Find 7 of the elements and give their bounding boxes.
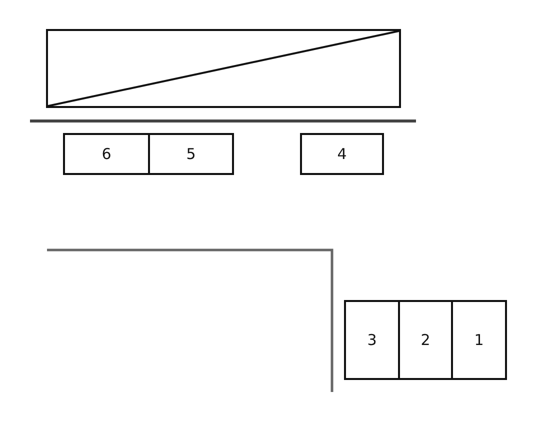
- numbered-box: 1: [451, 300, 507, 380]
- numbered-box: 3: [344, 300, 400, 380]
- numbered-box: 4: [300, 133, 384, 175]
- numbered-box: 5: [148, 133, 234, 175]
- crossed-rectangle: [46, 29, 401, 108]
- numbered-box: 2: [398, 300, 453, 380]
- numbered-box: 6: [63, 133, 150, 175]
